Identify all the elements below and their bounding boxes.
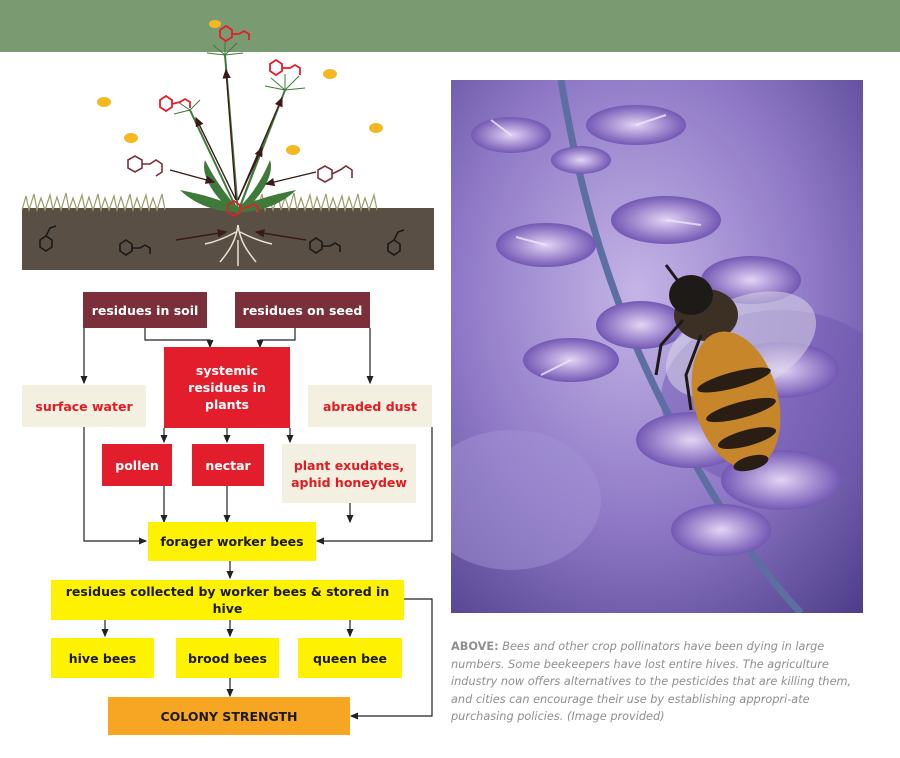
residues-on-seed-box: residues on seed bbox=[235, 292, 370, 328]
soil-icon bbox=[22, 208, 434, 270]
header-band bbox=[0, 0, 900, 52]
colony-strength-box: COLONY STRENGTH bbox=[108, 697, 350, 735]
nectar-box: nectar bbox=[192, 444, 264, 486]
bee-photo bbox=[451, 80, 863, 613]
caption-text: Bees and other crop pollinators have bee… bbox=[451, 640, 852, 723]
flower-cluster-icon bbox=[173, 41, 306, 115]
brood-bees-box: brood bees bbox=[176, 638, 279, 678]
caption-label: ABOVE: bbox=[451, 640, 499, 653]
pollen-box: pollen bbox=[102, 444, 172, 486]
systemic-residues-box: systemic residues in plants bbox=[164, 347, 290, 428]
forager-worker-bees-box: forager worker bees bbox=[148, 522, 316, 561]
plant-illustration bbox=[21, 20, 434, 270]
queen-bee-box: queen bee bbox=[298, 638, 402, 678]
honeybee-icon bbox=[654, 264, 817, 472]
molecule-icon bbox=[127, 155, 353, 183]
bee-icon bbox=[97, 20, 383, 155]
residues-collected-box: residues collected by worker bees & stor… bbox=[51, 580, 404, 620]
roots-icon bbox=[204, 224, 273, 266]
plant-exudates-box: plant exudates, aphid honeydew bbox=[282, 444, 416, 503]
soil-molecule-icon bbox=[39, 225, 405, 256]
red-molecule-icon bbox=[159, 24, 301, 218]
hive-bees-box: hive bees bbox=[51, 638, 154, 678]
residues-in-soil-box: residues in soil bbox=[83, 292, 207, 328]
surface-water-box: surface water bbox=[22, 385, 146, 427]
photo-caption: ABOVE: Bees and other crop pollinators h… bbox=[451, 638, 869, 726]
abraded-dust-box: abraded dust bbox=[308, 385, 432, 427]
